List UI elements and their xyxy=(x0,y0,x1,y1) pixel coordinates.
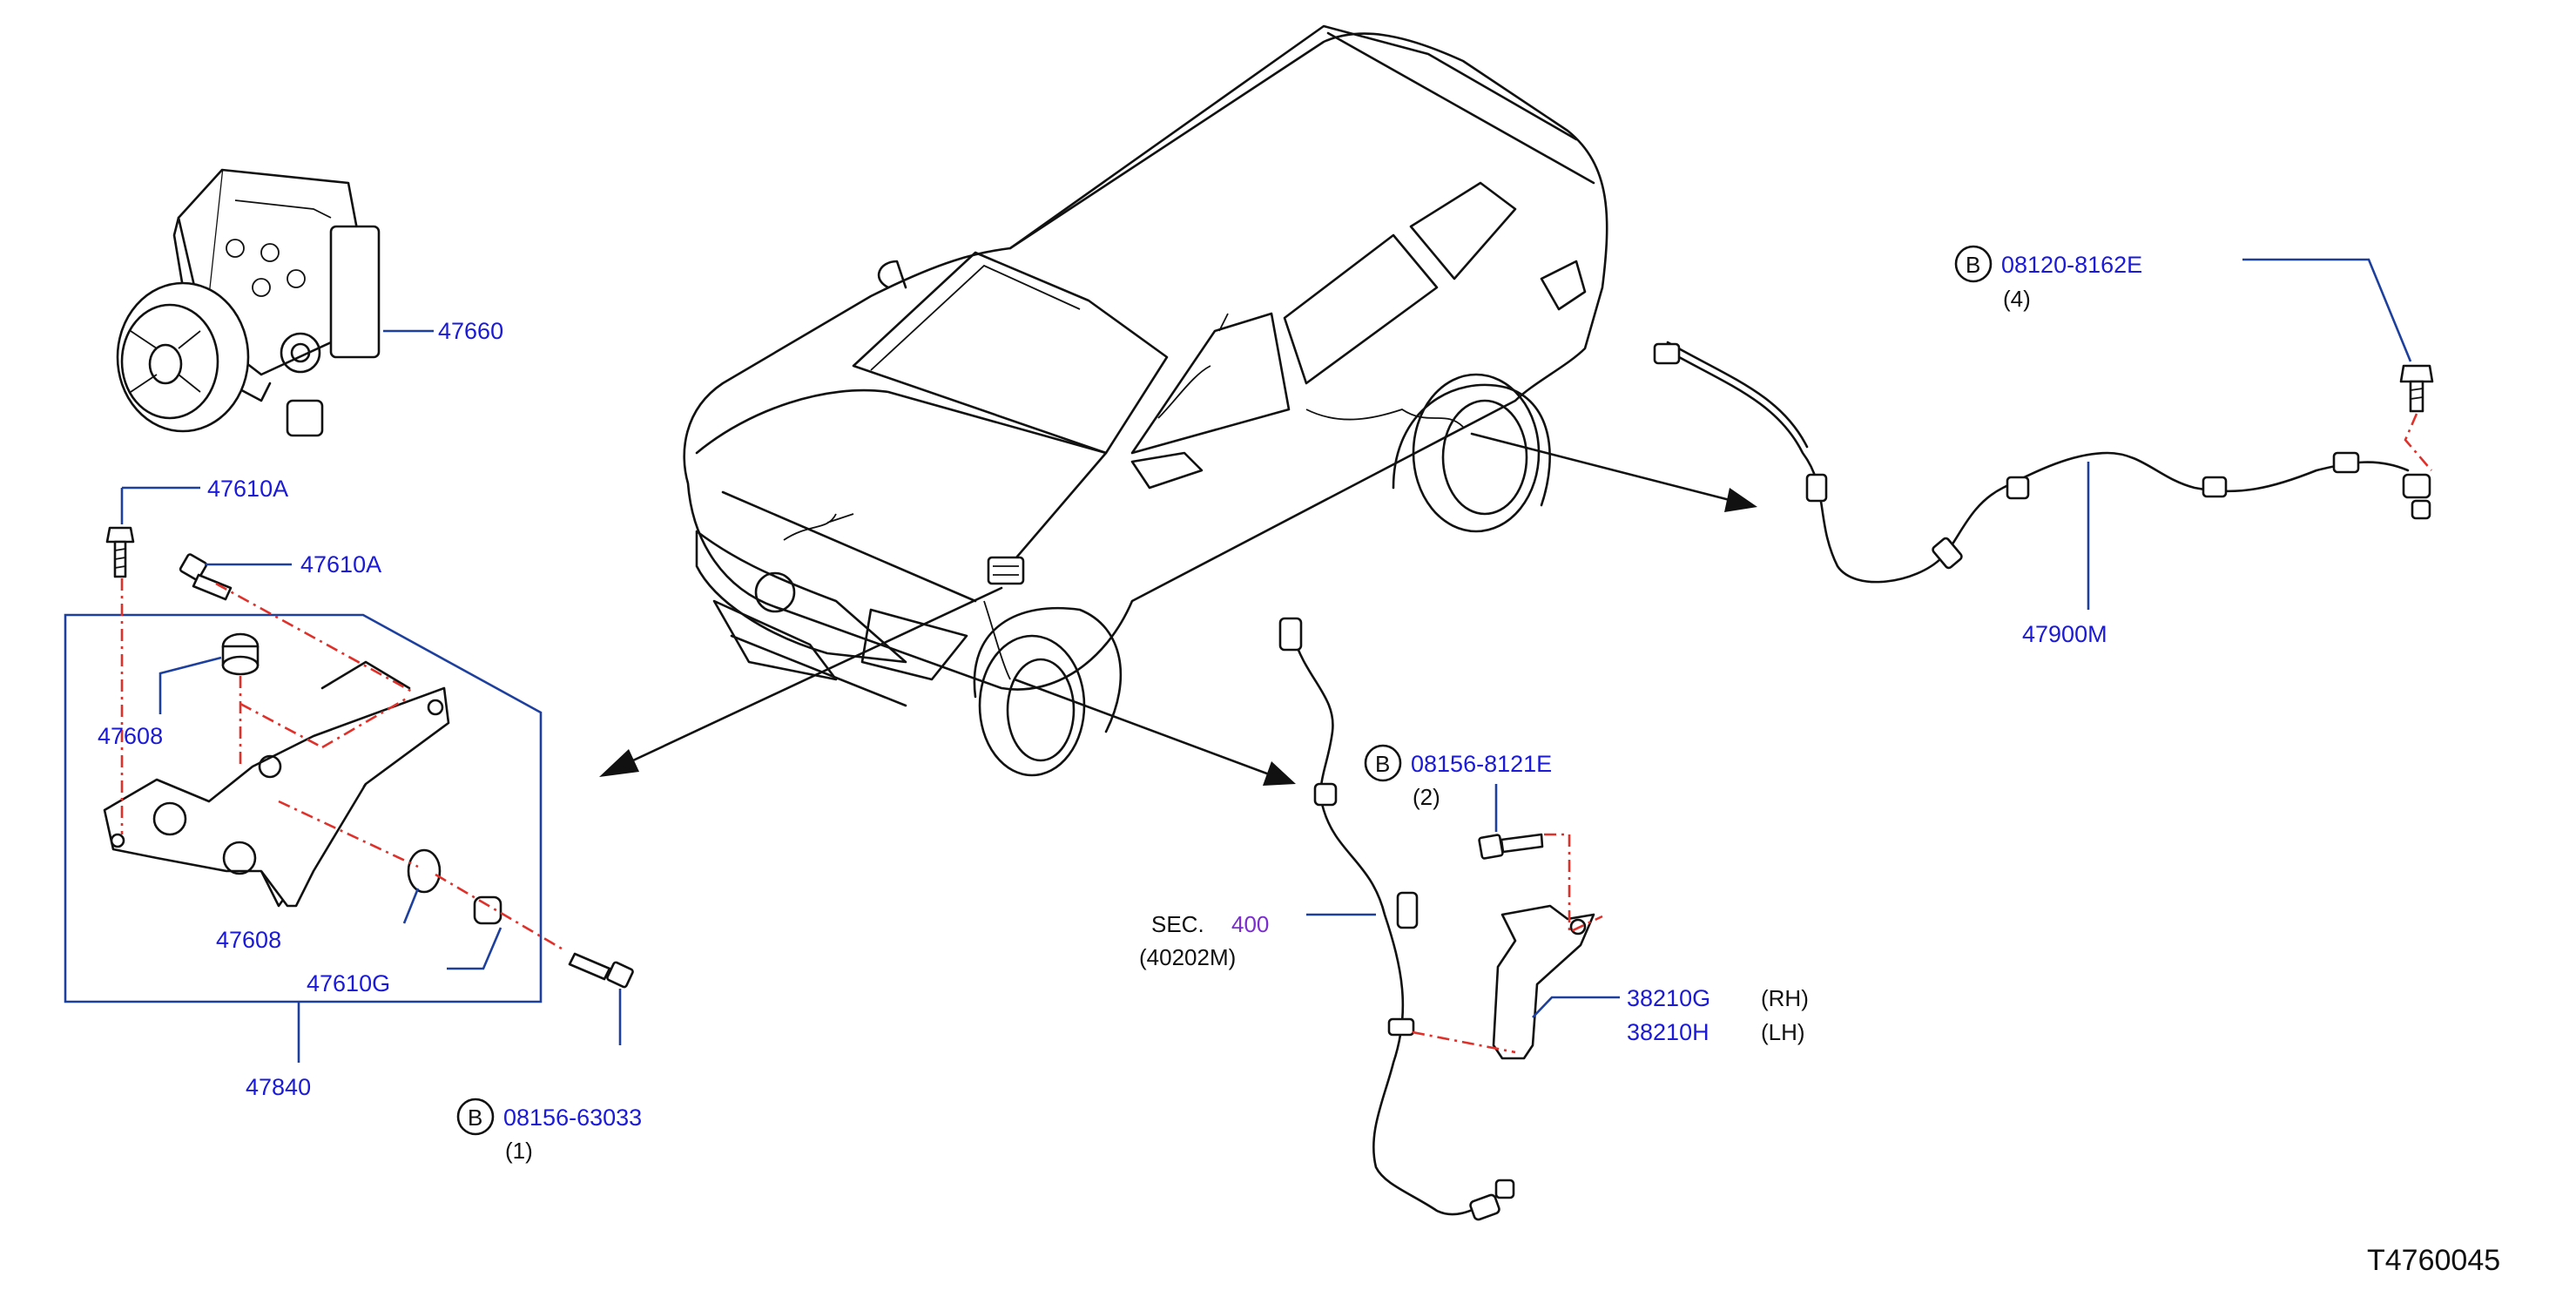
b-mark-text: B xyxy=(1375,751,1390,777)
label-front-bolt: 08156-8121E xyxy=(1411,751,1552,777)
label-grommet-upper: 47608 xyxy=(98,723,163,749)
label-bracket-lh-side: (LH) xyxy=(1761,1019,1805,1045)
diagram-ref-code: T4760045 xyxy=(2367,1244,2500,1277)
label-front-bolt-qty: (2) xyxy=(1413,784,1440,810)
rear-wheel-sensor-illustration xyxy=(1653,341,2434,584)
b-mark-text: B xyxy=(1966,252,1980,278)
label-grommet-lower: 47608 xyxy=(216,927,281,953)
abs-actuator-illustration xyxy=(116,168,381,437)
vehicle-illustration xyxy=(683,24,1608,777)
label-rear-bolt: 08120-8162E xyxy=(2001,252,2142,278)
b-mark-text: B xyxy=(468,1104,482,1131)
label-actuator: 47660 xyxy=(438,318,503,344)
label-collar: 47610G xyxy=(307,970,390,996)
pointer-arrows xyxy=(599,432,1757,786)
label-bolt-upper-2: 47610A xyxy=(300,551,381,578)
label-sec-ref: (40202M) xyxy=(1139,944,1236,970)
label-rear-sensor: 47900M xyxy=(2022,621,2107,647)
bracket-assy-outline xyxy=(64,613,543,1003)
label-bracket-rh-side: (RH) xyxy=(1761,985,1809,1011)
label-bolt-front: 08156-63033 xyxy=(503,1104,642,1131)
callout-labels: 47660 47610A 47610A 47608 47608 47610G 4… xyxy=(98,245,2500,1277)
label-bolt-front-qty: (1) xyxy=(505,1138,533,1164)
label-bolt-upper-1: 47610A xyxy=(207,476,288,502)
centerlines xyxy=(120,578,567,953)
front-wheel-sensor-illustration xyxy=(1278,617,1595,1221)
label-bracket-assy: 47840 xyxy=(246,1074,311,1100)
b-mark-front-bolt: B xyxy=(456,1098,495,1136)
label-bracket-lh: 38210H xyxy=(1627,1019,1709,1045)
b-mark-sensor-bolt: B xyxy=(1364,744,1402,782)
label-sec: SEC. xyxy=(1151,911,1204,937)
label-sec-number: 400 xyxy=(1231,911,1269,937)
b-mark-rear-bolt: B xyxy=(1954,245,1993,283)
bolt-illustrations xyxy=(105,526,233,601)
bracket-illustration xyxy=(103,632,634,989)
label-bracket-rh: 38210G xyxy=(1627,985,1710,1011)
label-rear-bolt-qty: (4) xyxy=(2003,286,2031,312)
